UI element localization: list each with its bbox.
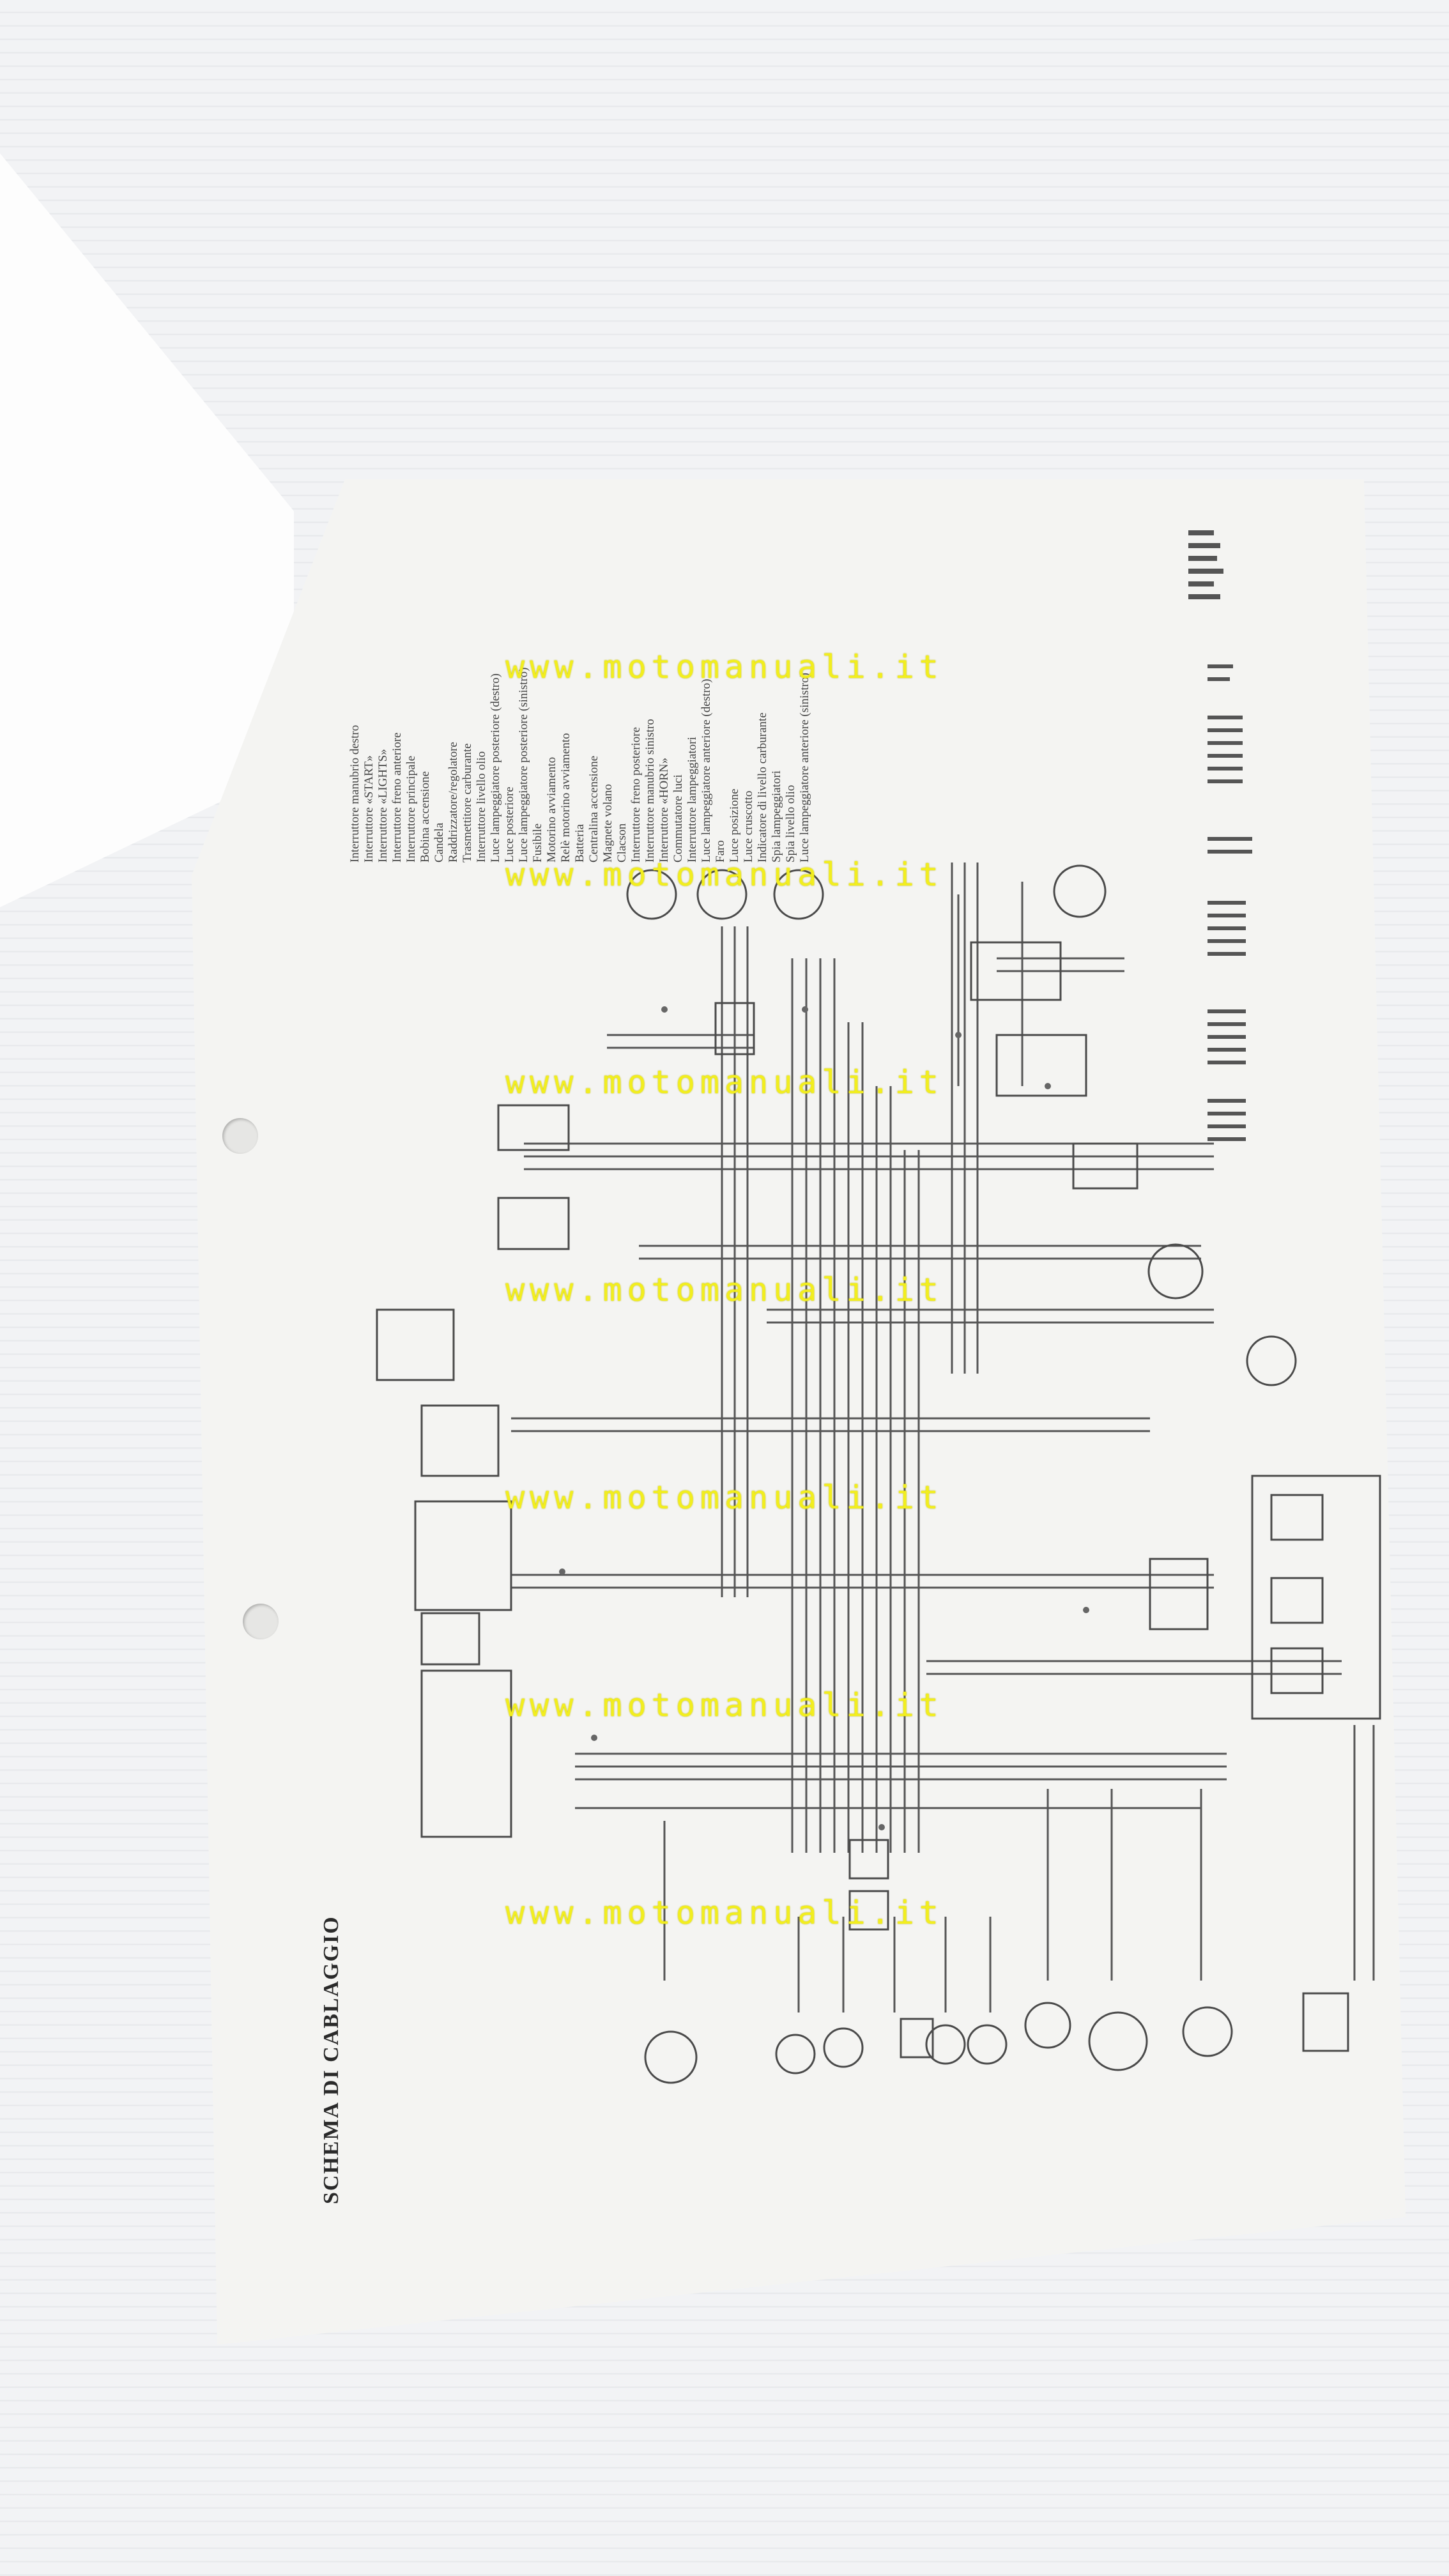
legend-item: Spia lampeggiatori <box>770 770 783 862</box>
legend-item: Interruttore «HORN» <box>657 757 671 862</box>
watermark: www.motomanuali.it <box>505 856 944 893</box>
legend-item: Raddrizzatore/regolatore <box>447 742 460 862</box>
legend-item: Indicatore di livello carburante <box>756 712 769 862</box>
legend-item: Commutatore luci <box>671 774 685 862</box>
legend-item: Interruttore «LIGHTS» <box>376 749 390 862</box>
legend-item: Luce cruscotto <box>742 790 755 862</box>
watermark: www.motomanuali.it <box>505 1894 944 1931</box>
legend-item: Clacson <box>615 823 629 862</box>
component-legend: Interruttore manubrio destro Interruttor… <box>348 668 812 862</box>
punch-hole <box>243 1604 279 1639</box>
watermark: www.motomanuali.it <box>505 1064 944 1101</box>
legend-item: Interruttore manubrio sinistro <box>643 719 657 862</box>
legend-item: Luce lampeggiatore anteriore (sinistro) <box>798 672 811 862</box>
legend-item: Spia livello olio <box>784 785 797 862</box>
legend-item: Motorino avviamento <box>545 756 558 862</box>
legend-item: Interruttore livello olio <box>475 751 488 862</box>
legend-item: Luce lampeggiatore posteriore (destro) <box>489 673 502 862</box>
watermark: www.motomanuali.it <box>505 1479 944 1516</box>
watermark: www.motomanuali.it <box>505 648 944 686</box>
legend-item: Bobina accensione <box>418 771 432 862</box>
document-title: SCHEMA DI CABLAGGIO <box>319 1915 343 2204</box>
legend-item: Trasmettitore carburante <box>461 743 474 862</box>
watermark: www.motomanuali.it <box>505 1687 944 1724</box>
legend-item: Luce posizione <box>728 788 741 862</box>
legend-item: Fusibile <box>531 823 544 862</box>
legend-item: Batteria <box>573 824 586 862</box>
watermark: www.motomanuali.it <box>505 1271 944 1308</box>
legend-item: Interruttore freno anteriore <box>390 732 404 862</box>
legend-item: Interruttore «START» <box>362 755 376 862</box>
punch-hole <box>222 1118 258 1154</box>
legend-item: Interruttore lampeggiatori <box>686 737 699 862</box>
legend-item: Candela <box>433 822 446 862</box>
legend-item: Centralina accensione <box>587 755 601 862</box>
wiring-diagram-page <box>192 479 1406 2345</box>
legend-item: Interruttore freno posteriore <box>629 726 643 862</box>
legend-item: Interruttore manubrio destro <box>348 724 362 862</box>
legend-item: Luce posteriore <box>503 786 516 862</box>
legend-item: Luce lampeggiatore posteriore (sinistro) <box>517 667 530 862</box>
legend-item: Faro <box>714 840 727 862</box>
legend-item: Luce lampeggiatore anteriore (destro) <box>700 678 713 863</box>
legend-item: Interruttore principale <box>404 755 418 862</box>
legend-item: Relè motorino avviamento <box>559 733 572 862</box>
legend-item: Magnete volano <box>601 784 615 862</box>
